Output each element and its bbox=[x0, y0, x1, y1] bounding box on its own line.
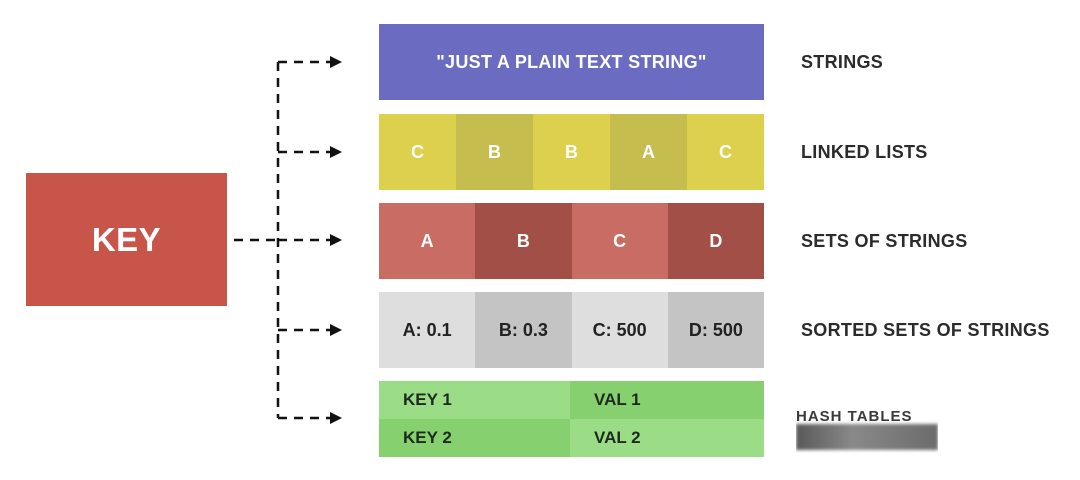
list-item: C bbox=[687, 114, 764, 190]
arrowhead-hash bbox=[330, 412, 342, 424]
list-item: C bbox=[379, 114, 456, 190]
sorted-set-item: C: 500 bbox=[571, 292, 668, 368]
label-sorted-sets: SORTED SETS OF STRINGS bbox=[801, 320, 1050, 340]
arrowhead-sorted bbox=[330, 324, 342, 336]
set-item: B bbox=[475, 203, 572, 279]
linked-list-block: C B B A C bbox=[379, 114, 764, 190]
hash-value: VAL 1 bbox=[570, 381, 764, 419]
arrowhead-sets bbox=[330, 234, 342, 246]
sorted-set-block: A: 0.1 B: 0.3 C: 500 D: 500 bbox=[379, 292, 764, 368]
key-label: KEY bbox=[91, 220, 162, 258]
sorted-set-item: A: 0.1 bbox=[379, 292, 476, 368]
list-item: A bbox=[610, 114, 687, 190]
sorted-set-item: D: 500 bbox=[667, 292, 764, 368]
set-item: A bbox=[379, 203, 476, 279]
list-item: B bbox=[456, 114, 533, 190]
key-box: KEY bbox=[26, 173, 227, 306]
smudge-overlay bbox=[796, 424, 938, 450]
set-block: A B C D bbox=[379, 203, 764, 279]
arrowhead-lists bbox=[330, 146, 342, 158]
set-item: D bbox=[667, 203, 764, 279]
hash-key: KEY 2 bbox=[379, 419, 570, 457]
label-hash-tables: HASH TABLES bbox=[796, 408, 913, 425]
label-sets: SETS OF STRINGS bbox=[801, 231, 968, 251]
hash-table-block: KEY 1 VAL 1 KEY 2 VAL 2 bbox=[379, 381, 764, 457]
hash-value: VAL 2 bbox=[570, 419, 764, 457]
strings-value: "JUST A PLAIN TEXT STRING" bbox=[436, 51, 707, 72]
list-item: B bbox=[533, 114, 610, 190]
set-item: C bbox=[571, 203, 668, 279]
arrowhead-strings bbox=[330, 56, 342, 68]
label-strings: STRINGS bbox=[801, 52, 884, 72]
sorted-set-item: B: 0.3 bbox=[475, 292, 572, 368]
strings-block: "JUST A PLAIN TEXT STRING" bbox=[379, 24, 764, 100]
hash-key: KEY 1 bbox=[379, 381, 570, 419]
label-linked-lists: LINKED LISTS bbox=[801, 142, 928, 162]
label-hash-tables-area: HASH TABLES bbox=[796, 408, 938, 454]
